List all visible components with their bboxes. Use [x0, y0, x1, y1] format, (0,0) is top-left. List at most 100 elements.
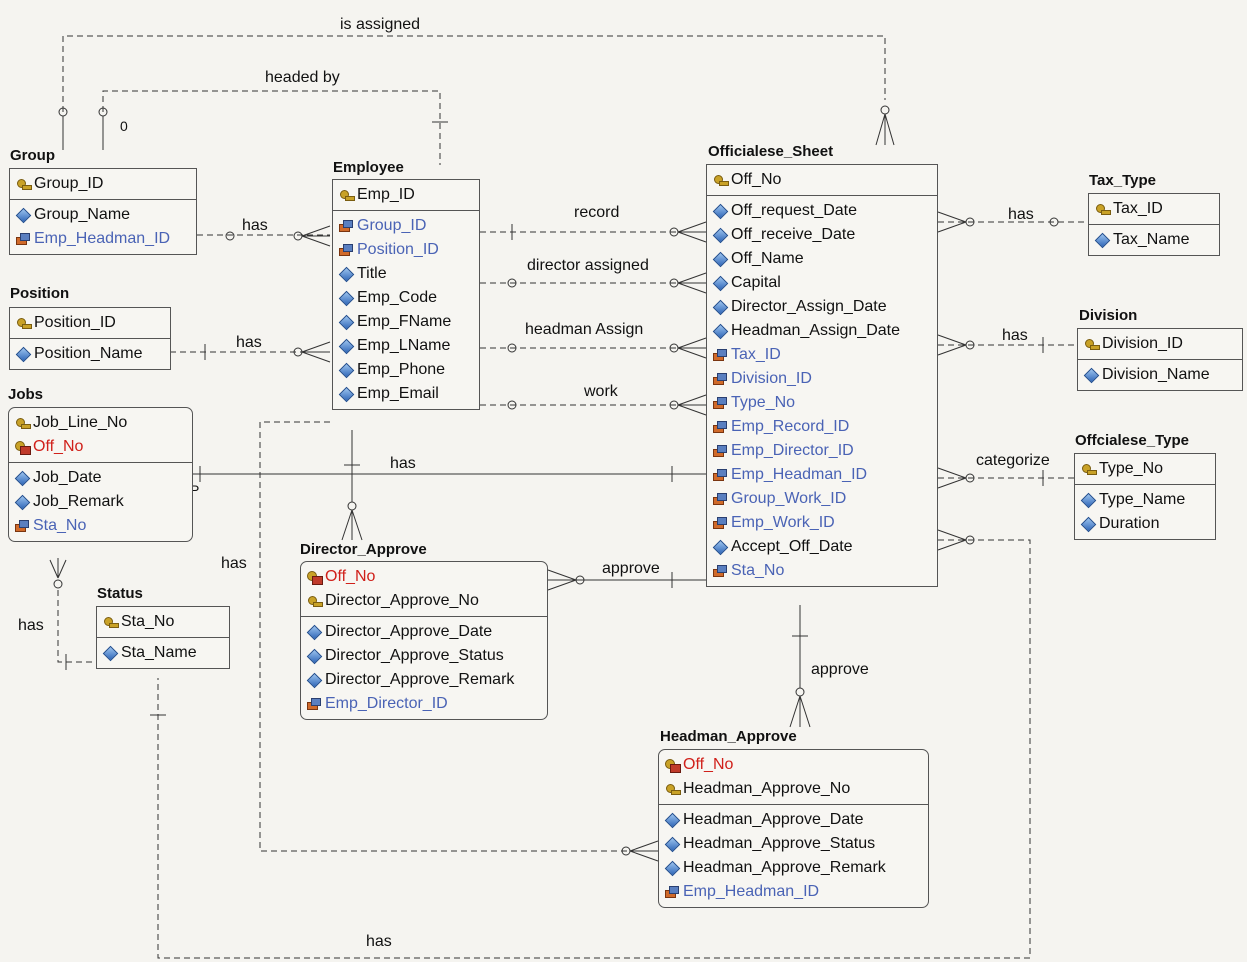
attribute-row[interactable]: Division_ID: [707, 367, 937, 391]
attribute-row[interactable]: Emp_Record_ID: [707, 415, 937, 439]
attribute-name: Off_No: [33, 438, 83, 456]
attribute-diamond-icon: [307, 649, 321, 663]
attribute-row[interactable]: Emp_Headman_ID: [10, 227, 196, 251]
attribute-row[interactable]: Emp_Director_ID: [707, 439, 937, 463]
attribute-row[interactable]: Emp_Headman_ID: [659, 880, 928, 904]
attribute-row[interactable]: Duration: [1075, 512, 1215, 536]
attribute-row[interactable]: Tax_ID: [707, 343, 937, 367]
attribute-row[interactable]: Director_Approve_Status: [301, 644, 547, 668]
attribute-row[interactable]: Type_No: [707, 391, 937, 415]
jobs-keys-section: Job_Line_NoOff_No: [9, 408, 192, 462]
attribute-row[interactable]: Sta_Name: [97, 641, 229, 665]
attribute-name: Emp_Director_ID: [731, 442, 854, 460]
attribute-row[interactable]: Headman_Approve_Remark: [659, 856, 928, 880]
attribute-name: Headman_Approve_Remark: [683, 859, 886, 877]
attribute-row[interactable]: Headman_Approve_Status: [659, 832, 928, 856]
attribute-name: Type_No: [1099, 460, 1163, 478]
attribute-row[interactable]: Position_ID: [333, 238, 479, 262]
attribute-row[interactable]: Off_Name: [707, 247, 937, 271]
attribute-row[interactable]: Headman_Assign_Date: [707, 319, 937, 343]
tax-type-entity[interactable]: Tax_ID Tax_Name: [1088, 193, 1220, 256]
attribute-row[interactable]: Emp_Phone: [333, 358, 479, 382]
primary-foreign-key-icon: [665, 758, 679, 772]
attribute-row[interactable]: Off_No: [707, 168, 937, 192]
attribute-row[interactable]: Off_No: [659, 753, 928, 777]
attribute-row[interactable]: Position_ID: [10, 311, 170, 335]
rel-status-has-sheet-label: has: [366, 933, 392, 951]
status-attrs-section: Sta_Name: [97, 637, 229, 668]
attribute-row[interactable]: Director_Approve_No: [301, 589, 547, 613]
attribute-row[interactable]: Emp_Director_ID: [301, 692, 547, 716]
attribute-row[interactable]: Sta_No: [97, 610, 229, 634]
attribute-row[interactable]: Emp_Email: [333, 382, 479, 406]
attribute-diamond-icon: [713, 540, 727, 554]
primary-key-icon: [103, 615, 117, 629]
group-keys-section: Group_ID: [10, 169, 196, 199]
attribute-row[interactable]: Off_receive_Date: [707, 223, 937, 247]
officialese-sheet-attrs-section: Off_request_DateOff_receive_DateOff_Name…: [707, 195, 937, 586]
employee-attrs-section: Group_IDPosition_IDTitleEmp_CodeEmp_FNam…: [333, 210, 479, 409]
rel-work-label: work: [584, 383, 618, 401]
attribute-name: Director_Approve_Date: [325, 623, 492, 641]
attribute-row[interactable]: Tax_Name: [1089, 228, 1219, 252]
attribute-name: Emp_Email: [357, 385, 439, 403]
attribute-row[interactable]: Title: [333, 262, 479, 286]
attribute-row[interactable]: Off_request_Date: [707, 199, 937, 223]
attribute-row[interactable]: Director_Approve_Date: [301, 620, 547, 644]
attribute-name: Emp_Headman_ID: [34, 230, 170, 248]
attribute-name: Director_Approve_No: [325, 592, 479, 610]
attribute-row[interactable]: Emp_FName: [333, 310, 479, 334]
attribute-row[interactable]: Headman_Approve_Date: [659, 808, 928, 832]
rel-director-approve-label: approve: [602, 560, 660, 578]
attribute-row[interactable]: Group_ID: [333, 214, 479, 238]
attribute-name: Sta_No: [731, 562, 784, 580]
attribute-row[interactable]: Job_Line_No: [9, 411, 192, 435]
attribute-row[interactable]: Tax_ID: [1089, 197, 1219, 221]
offcialese-type-keys-section: Type_No: [1075, 454, 1215, 484]
attribute-row[interactable]: Emp_Work_ID: [707, 511, 937, 535]
primary-key-icon: [665, 782, 679, 796]
attribute-row[interactable]: Off_No: [9, 435, 192, 459]
primary-key-icon: [15, 416, 29, 430]
attribute-row[interactable]: Capital: [707, 271, 937, 295]
attribute-row[interactable]: Division_Name: [1078, 363, 1242, 387]
attribute-row[interactable]: Director_Approve_Remark: [301, 668, 547, 692]
attribute-row[interactable]: Headman_Approve_No: [659, 777, 928, 801]
primary-key-icon: [713, 173, 727, 187]
attribute-name: Emp_LName: [357, 337, 450, 355]
attribute-row[interactable]: Emp_Headman_ID: [707, 463, 937, 487]
attribute-row[interactable]: Emp_LName: [333, 334, 479, 358]
primary-key-icon: [1081, 462, 1095, 476]
attribute-name: Headman_Approve_No: [683, 780, 850, 798]
division-entity[interactable]: Division_ID Division_Name: [1077, 328, 1243, 391]
attribute-diamond-icon: [665, 837, 679, 851]
attribute-row[interactable]: Sta_No: [707, 559, 937, 583]
attribute-row[interactable]: Accept_Off_Date: [707, 535, 937, 559]
attribute-name: Capital: [731, 274, 781, 292]
attribute-row[interactable]: Type_Name: [1075, 488, 1215, 512]
attribute-row[interactable]: Emp_Code: [333, 286, 479, 310]
attribute-row[interactable]: Job_Date: [9, 466, 192, 490]
attribute-row[interactable]: Emp_ID: [333, 183, 479, 207]
attribute-row[interactable]: Sta_No: [9, 514, 192, 538]
attribute-row[interactable]: Off_No: [301, 565, 547, 589]
attribute-row[interactable]: Group_ID: [10, 172, 196, 196]
attribute-row[interactable]: Division_ID: [1078, 332, 1242, 356]
position-attrs-section: Position_Name: [10, 338, 170, 369]
attribute-row[interactable]: Position_Name: [10, 342, 170, 366]
position-entity[interactable]: Position_ID Position_Name: [9, 307, 171, 370]
attribute-row[interactable]: Job_Remark: [9, 490, 192, 514]
attribute-row[interactable]: Group_Name: [10, 203, 196, 227]
attribute-row[interactable]: Director_Assign_Date: [707, 295, 937, 319]
attribute-row[interactable]: Type_No: [1075, 457, 1215, 481]
primary-key-icon: [339, 188, 353, 202]
attribute-row[interactable]: Group_Work_ID: [707, 487, 937, 511]
